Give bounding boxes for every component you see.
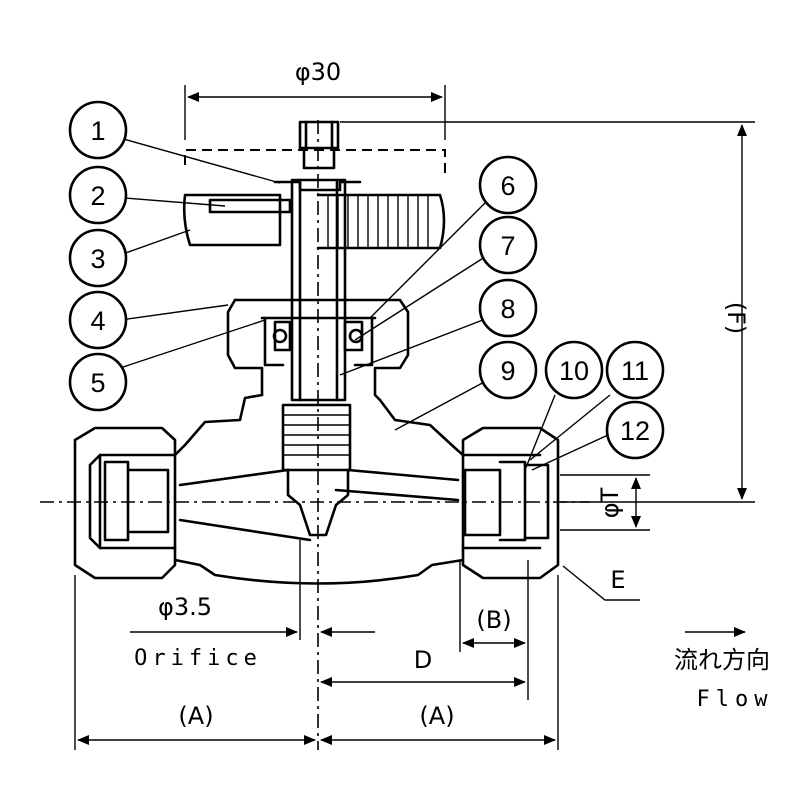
flow-direction-en: Flow [697,687,774,712]
svg-text:1: 1 [90,116,105,146]
bonnet [226,298,410,402]
right-fitting [461,426,560,580]
balloon-10: 10 [544,340,604,400]
dimension-a-right: (A) [419,702,454,730]
svg-text:2: 2 [90,181,105,211]
dimension-a-left: (A) [178,702,213,730]
svg-text:5: 5 [90,368,105,398]
svg-text:9: 9 [500,356,515,386]
dimension-phi30: φ30 [295,58,341,86]
balloon-7: 7 [478,215,538,275]
balloon-9: 9 [478,340,538,400]
balloon-12: 12 [605,400,665,460]
svg-text:3: 3 [90,244,105,274]
dimension-d: D [414,646,432,674]
balloon-11: 11 [605,340,665,400]
balloon-6: 6 [478,155,538,215]
dimension-phi3-5: φ3.5 [158,593,212,621]
svg-text:4: 4 [90,306,105,336]
flow-direction-jp: 流れ方向 [674,646,770,674]
svg-text:11: 11 [621,356,649,386]
balloon-3: 3 [68,228,128,288]
dimension-e: E [610,566,625,594]
svg-text:10: 10 [559,356,589,386]
left-fitting [73,426,177,580]
balloon-5: 5 [68,352,128,412]
svg-text:6: 6 [500,171,515,201]
svg-text:8: 8 [500,294,515,324]
dimension-b: (B) [476,606,511,634]
svg-text:12: 12 [620,416,650,446]
dimension-f: (F) [722,302,750,335]
leader-lines [119,137,611,471]
stem-assembly [182,120,446,537]
balloon-4: 4 [68,290,128,350]
balloon-2: 2 [68,165,128,225]
svg-text:7: 7 [500,231,515,261]
dimension-phi-t: φT [596,487,624,518]
valve-body [173,393,465,585]
balloon-8: 8 [478,278,538,338]
balloon-1: 1 [68,100,128,160]
orifice-label: Orifice [134,646,262,671]
dimension-lines [74,85,755,750]
